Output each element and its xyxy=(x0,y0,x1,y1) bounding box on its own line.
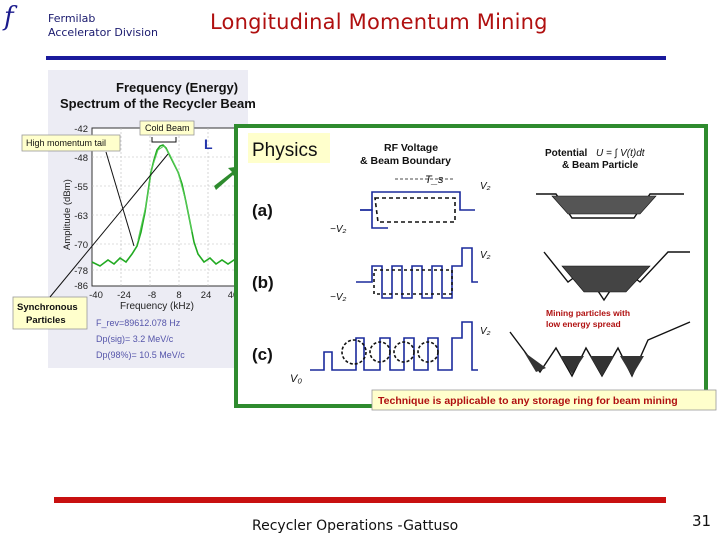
ts-label: T_s xyxy=(425,174,444,186)
xtick: 8 xyxy=(176,290,181,301)
v2-label-a: V₂ xyxy=(480,181,491,192)
readout-dp-sig: Dp(sig)= 3.2 MeV/c xyxy=(96,334,174,344)
cold-beam-callout xyxy=(139,120,195,136)
mining-note-line1: Mining particles with xyxy=(546,308,630,318)
cold-beam-bracket xyxy=(151,137,177,143)
potential-well-a xyxy=(536,193,684,219)
sync-label-line2: Particles xyxy=(26,315,66,326)
org-line-1: Fermilab xyxy=(48,12,96,25)
l-marker: L xyxy=(204,136,213,152)
physics-panel: Physics RF Voltage & Beam Boundary Poten… xyxy=(234,124,717,411)
spectrum-panel: Frequency (Energy) Spectrum of the Recyc… xyxy=(12,70,256,368)
page-number: 31 xyxy=(692,512,712,530)
bottom-rule xyxy=(54,497,666,503)
rf-header-line2: & Beam Boundary xyxy=(360,155,451,167)
case-b-label: (b) xyxy=(252,273,274,292)
rf-waveform-c xyxy=(310,321,478,371)
physics-label: Physics xyxy=(252,140,317,161)
spectrum-xticks: -40 -24 -8 8 24 40 xyxy=(89,290,238,301)
ytick: -42 xyxy=(74,124,88,135)
potential-well-b xyxy=(543,251,690,302)
top-rule-thick xyxy=(278,56,666,60)
v2-label-b: V₂ xyxy=(480,250,491,261)
org-line-2: Accelerator Division xyxy=(48,26,158,39)
ytick: -55 xyxy=(74,182,88,193)
spectrum-ylabel: Amplitude (dBm) xyxy=(62,179,73,250)
xtick: 40 xyxy=(228,290,239,301)
readout-frev: F_rev=89612.078 Hz xyxy=(96,318,181,328)
high-tail-callout xyxy=(21,134,121,152)
high-tail-pointer xyxy=(105,151,135,247)
case-a-label: (a) xyxy=(252,201,273,220)
v0-label: V₀ xyxy=(290,373,302,385)
spectrum-plot-area xyxy=(91,127,239,287)
potential-well-c xyxy=(509,321,691,378)
ytick: -78 xyxy=(74,266,88,277)
org-name: Fermilab Accelerator Division xyxy=(48,12,158,40)
ytick: -63 xyxy=(74,211,88,222)
spectrum-grid xyxy=(92,128,238,286)
spectrum-title-line1: Frequency (Energy) xyxy=(116,80,238,95)
neg-v2-label-a: −V₂ xyxy=(330,224,347,235)
footer-text: Recycler Operations -Gattuso xyxy=(252,518,459,534)
spectrum-xlabel: Frequency (kHz) xyxy=(120,301,194,312)
technique-callout xyxy=(371,389,717,411)
neg-v2-label-b: −V₂ xyxy=(330,292,347,303)
pot-header-line2: & Beam Particle xyxy=(562,160,639,171)
pot-header-line1: Potential xyxy=(545,148,587,159)
technique-note: Technique is applicable to any storage r… xyxy=(378,395,678,407)
spectrum-yticks: -42 -48 -55 -63 -70 -78 -86 xyxy=(74,124,88,292)
readout-dp-98: Dp(98%)= 10.5 MeV/c xyxy=(96,350,185,360)
rf-waveform-a xyxy=(360,191,475,229)
xtick: -24 xyxy=(117,290,131,301)
pot-formula: U = ∫ V(t)dt xyxy=(596,148,646,159)
cold-beam-label: Cold Beam xyxy=(145,123,190,133)
xtick: 24 xyxy=(201,290,212,301)
ytick: -70 xyxy=(74,240,88,251)
rf-header-line1: RF Voltage xyxy=(384,142,438,154)
fermilab-logo: f xyxy=(4,2,14,32)
physics-label-bg xyxy=(248,133,330,163)
mining-note-line2: low energy spread xyxy=(546,319,621,329)
sync-label-line1: Synchronous xyxy=(17,302,78,313)
xtick: -40 xyxy=(89,290,103,301)
spectrum-title-line2: Spectrum of the Recycler Beam xyxy=(60,96,256,111)
ytick: -86 xyxy=(74,281,88,292)
spectrum-readouts: F_rev=89612.078 Hz Dp(sig)= 3.2 MeV/c Dp… xyxy=(96,318,185,360)
rf-waveform-b xyxy=(356,247,478,299)
v2-label-c: V₂ xyxy=(480,326,491,337)
ytick: -48 xyxy=(74,153,88,164)
xtick: -8 xyxy=(148,290,156,301)
high-tail-label: High momentum tail xyxy=(26,138,106,148)
case-c-label: (c) xyxy=(252,345,273,364)
slide-title: Longitudinal Momentum Mining xyxy=(210,10,548,34)
spectrum-trace-shadow xyxy=(137,145,193,241)
sync-pointer xyxy=(49,153,169,298)
